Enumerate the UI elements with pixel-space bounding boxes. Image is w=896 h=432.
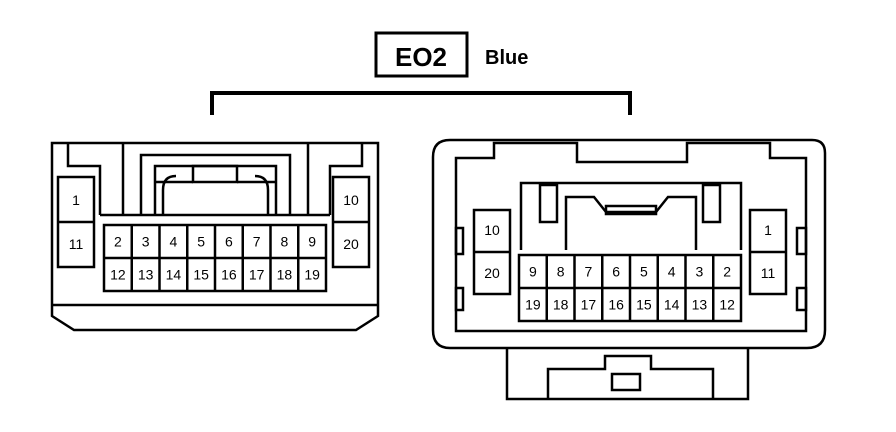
right-lock-slot-left — [538, 183, 559, 224]
left-inner-wall-right — [328, 143, 364, 215]
view-bracket — [210, 91, 632, 115]
pin-label: 6 — [225, 234, 233, 250]
pin-label: 10 — [343, 192, 359, 208]
pin-label: 5 — [197, 234, 205, 250]
pin-label: 9 — [529, 264, 537, 280]
right-latch-button — [610, 372, 642, 392]
pin-label: 3 — [142, 234, 150, 250]
pin-label: 2 — [723, 264, 731, 280]
pin-label: 20 — [343, 236, 359, 252]
left-housing-outline — [50, 141, 380, 332]
pin-label: 9 — [308, 234, 316, 250]
pin-label: 4 — [169, 234, 177, 250]
right-bottom-latch — [505, 348, 750, 401]
pin-label: 11 — [69, 236, 84, 252]
right-side-notch — [454, 286, 465, 312]
pin-label: 11 — [761, 265, 776, 281]
pin-label: 7 — [584, 264, 592, 280]
pin-label: 19 — [304, 267, 320, 283]
right-housing-outline — [431, 138, 827, 350]
connector-header: EO2 Blue — [374, 31, 528, 78]
pin-label: 15 — [193, 267, 209, 283]
right-lock-frame — [519, 181, 743, 250]
connector-color: Blue — [485, 47, 528, 69]
left-lock-frame-inner — [153, 164, 278, 215]
pin-label: 14 — [664, 297, 680, 313]
pin-label: 8 — [280, 234, 288, 250]
pin-label: 3 — [695, 264, 703, 280]
left-lock-tab — [191, 164, 239, 184]
pin-label: 15 — [636, 297, 652, 313]
pin-label: 19 — [525, 297, 541, 313]
right-lock-center — [564, 195, 698, 250]
right-lock-tab — [604, 204, 658, 216]
right-housing-inner — [454, 141, 808, 333]
pin-label: 18 — [277, 267, 293, 283]
connector-right-view — [431, 138, 827, 401]
pin-label: 6 — [612, 264, 620, 280]
connector-code-box — [374, 31, 469, 78]
right-side-notch — [454, 226, 465, 256]
pin-label: 13 — [692, 297, 708, 313]
pin-label: 13 — [138, 267, 154, 283]
pin-label: 10 — [484, 222, 500, 238]
pin-label: 2 — [114, 234, 122, 250]
right-latch-inner — [546, 354, 715, 399]
left-inner-wall-left — [66, 143, 102, 215]
left-lock-hook-left — [161, 174, 177, 215]
pin-label: 12 — [719, 297, 735, 313]
left-view-pin-labels: 1 11 10 20 2 3 4 5 6 7 8 9 12 13 14 15 16 17 18 19 — [69, 192, 359, 283]
pin-label: 8 — [557, 264, 565, 280]
pin-label: 16 — [221, 267, 237, 283]
connector-code: EO2 — [395, 42, 447, 72]
left-lock-hook-right — [254, 174, 270, 215]
pin-label: 1 — [764, 222, 772, 238]
pin-label: 16 — [608, 297, 624, 313]
pin-label: 12 — [110, 267, 126, 283]
pin-label: 20 — [484, 265, 500, 281]
right-side-notch — [795, 286, 808, 312]
pin-label: 18 — [553, 297, 569, 313]
pin-label: 1 — [72, 192, 80, 208]
left-lock-frame-outer — [139, 153, 292, 215]
pin-label: 7 — [253, 234, 261, 250]
connector-left-view — [50, 141, 380, 332]
pin-label: 5 — [640, 264, 648, 280]
pin-label: 17 — [581, 297, 597, 313]
right-lock-slot-right — [701, 183, 722, 224]
pin-label: 14 — [166, 267, 182, 283]
right-side-notch — [795, 226, 808, 256]
pin-label: 4 — [668, 264, 676, 280]
pin-label: 17 — [249, 267, 265, 283]
right-view-pin-labels: 10 20 1 11 9 8 7 6 5 4 3 2 19 18 17 16 15 14 13 12 — [484, 222, 775, 313]
